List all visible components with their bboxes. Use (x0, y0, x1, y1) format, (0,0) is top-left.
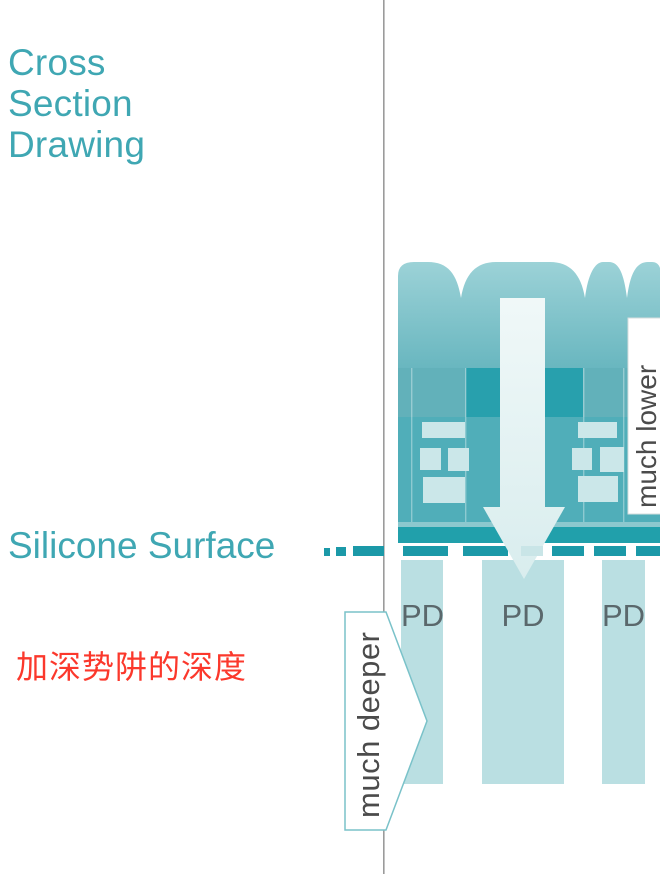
title-line-3: Drawing (8, 124, 146, 165)
pixel-isolation-column-left (466, 368, 500, 418)
dash-through-arrow (521, 546, 543, 556)
light-arrow-head (483, 507, 565, 579)
pixel-seams (411, 368, 625, 522)
photodiode-bar-3 (602, 560, 645, 784)
metal-rect (578, 476, 618, 502)
metal-contacts (420, 422, 624, 503)
metal-rect (420, 448, 441, 470)
metal-rect (578, 422, 617, 438)
much-deeper-pointer (344, 611, 428, 831)
pixel-isolation-column-right (545, 368, 583, 418)
metal-rect (448, 448, 469, 471)
much-lower-box (627, 317, 660, 515)
pd-label-2: PD (501, 598, 545, 633)
red-annotation-cn: 加深势阱的深度 (16, 649, 248, 685)
photodiode-bar-2 (482, 560, 564, 784)
metal-rect (423, 477, 465, 503)
frame-vertical-line (383, 0, 385, 874)
page-title: Cross Section Drawing (8, 42, 145, 165)
metal-rect (572, 448, 592, 470)
metal-rect (600, 447, 624, 472)
title-line-1: Cross (8, 42, 106, 83)
metal-rect (422, 422, 465, 438)
surface-dashed-line (324, 546, 660, 556)
photodiode-wells (401, 560, 645, 784)
pd-label-1: PD (401, 598, 445, 633)
much-deeper-callout-text: much deeper (351, 631, 386, 818)
light-arrow-shaft (500, 298, 545, 508)
much-lower-callout-text: much lower (631, 364, 660, 508)
silicone-surface-label: Silicone Surface (8, 525, 276, 566)
light-path-arrow (483, 298, 565, 579)
title-line-2: Section (8, 83, 133, 124)
pd-label-3: PD (602, 598, 646, 633)
